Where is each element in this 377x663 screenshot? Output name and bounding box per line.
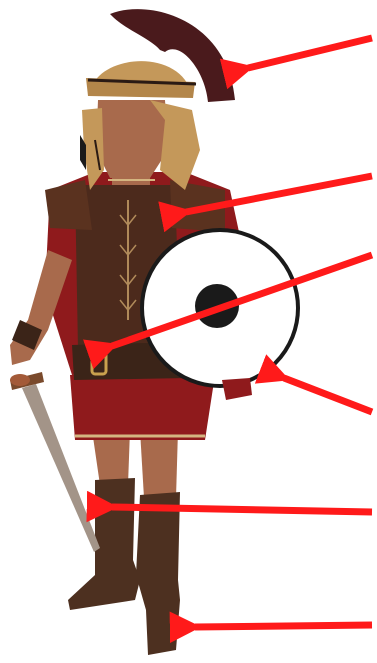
right-hand bbox=[222, 378, 252, 400]
right-leg bbox=[140, 430, 178, 498]
tunic-skirt bbox=[70, 375, 215, 440]
shoulder-plate-left bbox=[45, 180, 92, 230]
right-boot bbox=[136, 492, 180, 655]
arrow-helmet-crest bbox=[248, 38, 372, 68]
sword-pommel bbox=[10, 374, 30, 386]
arrow-shield-rim bbox=[284, 378, 372, 412]
face bbox=[96, 100, 168, 178]
arrow-boot bbox=[195, 625, 372, 627]
arrow-greaves bbox=[112, 507, 372, 512]
